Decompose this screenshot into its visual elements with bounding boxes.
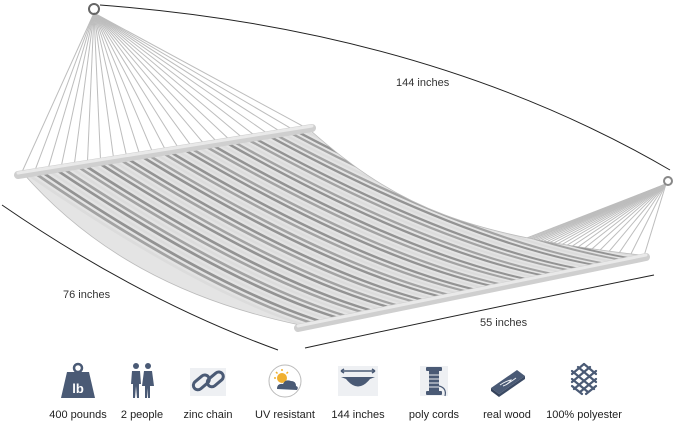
chain-icon	[190, 368, 226, 396]
cord	[627, 183, 667, 260]
width-dimension-line	[1, 204, 279, 351]
spool-icon	[420, 366, 448, 397]
cord	[93, 12, 206, 146]
feature-people: 2 people	[102, 362, 182, 421]
cord	[93, 12, 102, 161]
cord	[93, 12, 285, 135]
cord	[34, 12, 95, 171]
cord	[60, 12, 95, 167]
cord	[47, 12, 95, 169]
feature-chain: zinc chain	[168, 362, 248, 421]
cord	[93, 12, 232, 142]
uv-sun-icon	[268, 364, 302, 398]
feature-cords: poly cords	[394, 362, 474, 421]
cord	[93, 12, 141, 155]
left-suspension-cords	[21, 12, 311, 173]
cord	[93, 12, 258, 139]
right-spreader-bar	[294, 253, 650, 332]
cord	[86, 12, 95, 163]
width-label: 76 inches	[63, 289, 111, 301]
feature-label: real wood	[483, 409, 531, 421]
cord	[21, 12, 95, 173]
feature-uv: UV resistant	[245, 362, 325, 421]
feature-polyester: 100% polyester	[544, 362, 624, 421]
cord	[93, 12, 193, 148]
cord	[93, 12, 298, 133]
cord	[93, 12, 272, 137]
feature-label: zinc chain	[183, 409, 233, 421]
feature-length: 144 inches	[318, 362, 398, 421]
fabric-weave-icon	[570, 362, 598, 396]
feature-row: lb 400 pounds 2 people zinc chain	[0, 362, 679, 428]
cord	[93, 12, 167, 152]
feature-label: 144 inches	[331, 409, 385, 421]
wood-plank-icon	[491, 370, 525, 397]
left-ring-icon	[88, 3, 100, 15]
length-dimension-line	[99, 4, 671, 171]
bed-dimension-line	[304, 274, 655, 349]
feature-label: UV resistant	[255, 409, 315, 421]
cord	[643, 183, 667, 257]
bed-length-label: 55 inches	[480, 317, 528, 329]
weight-icon: lb	[61, 362, 95, 398]
feature-label: 100% polyester	[546, 409, 622, 421]
feature-wood: real wood	[467, 362, 547, 421]
cord	[93, 12, 180, 150]
hammock-length-icon	[338, 366, 378, 396]
feature-label: 400 pounds	[49, 409, 107, 421]
people-icon	[131, 363, 154, 398]
cord	[93, 12, 154, 154]
cord	[73, 12, 95, 165]
cord	[612, 183, 667, 263]
cord	[93, 12, 115, 159]
feature-weight: lb 400 pounds	[38, 362, 118, 421]
right-ring-icon	[663, 176, 673, 186]
cord	[93, 12, 128, 157]
svg-text:lb: lb	[72, 381, 84, 396]
cord	[93, 12, 219, 144]
length-label: 144 inches	[396, 77, 450, 89]
feature-label: 2 people	[120, 409, 164, 421]
feature-label: poly cords	[408, 409, 460, 421]
left-spreader-bar	[14, 124, 316, 179]
cord	[93, 12, 245, 140]
cord	[93, 12, 311, 131]
